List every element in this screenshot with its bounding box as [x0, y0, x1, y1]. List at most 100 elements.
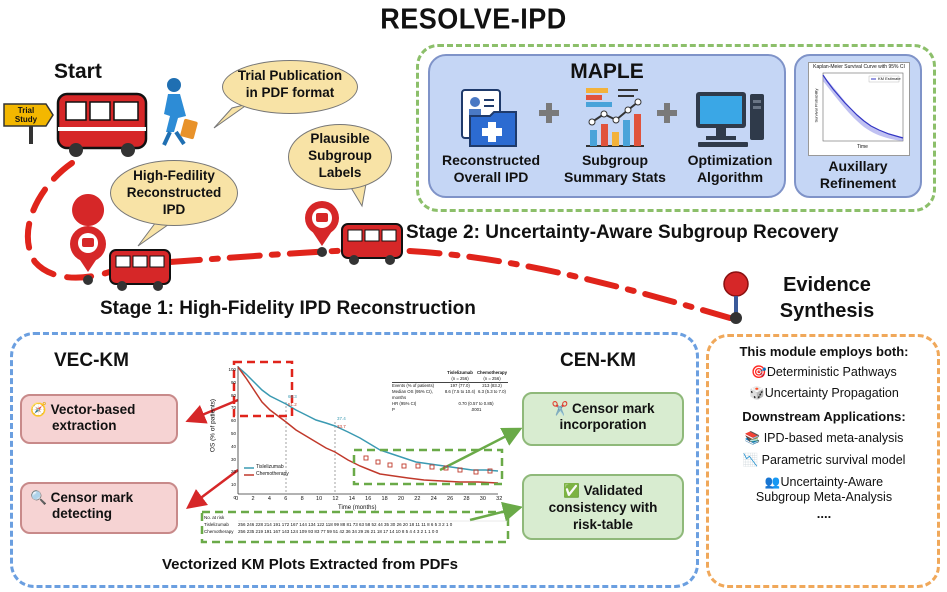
maple-item-opt-line2: Algorithm — [696, 169, 764, 185]
km-stats-cell: 8.6 (7.5 to 10.4) — [444, 389, 476, 394]
maple-item-opt-line1: Optimization — [687, 152, 773, 168]
evidence-more: .... — [816, 506, 832, 521]
compass-icon: 🧭 — [30, 402, 47, 417]
bubble-hifi-line2: Reconstructed — [126, 185, 222, 200]
vector-extraction-box: 🧭 Vector-based extraction — [20, 394, 178, 444]
km-stats-cell: HR (95% CI) — [392, 401, 417, 406]
magnifier-icon: 🔍 — [30, 490, 47, 505]
bubble-trial-line2: in PDF format — [245, 85, 335, 100]
destination-pin-icon — [723, 271, 749, 324]
km-stats-table: Tislelizumab Chemotherapy (n = 256) (n =… — [392, 370, 508, 413]
censor-marks — [363, 455, 493, 475]
km-stats-cell: 197 (77.0) — [450, 383, 470, 388]
km-ytick: 40 — [230, 443, 236, 449]
auxiliary-line1: Auxillary — [828, 158, 888, 174]
legend-chemotherapy: Chemotherapy — [256, 471, 289, 477]
km-xtick: 10 — [316, 496, 323, 502]
traveler-icon — [162, 78, 198, 146]
censor-incorporation-box: ✂️ Censor mark incorporation — [522, 392, 684, 446]
evidence-app: 👥Uncertainty-Aware — [712, 475, 936, 490]
pathway-text: Uncertainty Propagation — [764, 386, 899, 400]
bubble-subgroup-line1: Plausible — [310, 131, 370, 146]
km-xtick: 28 — [463, 496, 470, 502]
km-annot: 37.4 — [337, 416, 346, 421]
km-stats-cell: Events (% of patients) — [392, 383, 435, 388]
plus-icon — [539, 103, 559, 123]
km-xtick: 8 — [300, 496, 304, 502]
km-stats-head-tisle: Tislelizumab — [447, 370, 473, 375]
evidence-pathway: 🎯Deterministic Pathways — [712, 365, 936, 380]
stage1-label: Stage 1: High-Fidelity IPD Reconstructio… — [100, 298, 476, 319]
maple-box: MAPLE — [428, 54, 786, 198]
km-annot: 33.7 — [337, 424, 346, 429]
km-stats-cell: P — [392, 407, 395, 412]
bubble-hifi-line1: High-Fedility — [133, 168, 215, 183]
evidence-container — [706, 334, 940, 588]
km-ytick: 30 — [230, 456, 236, 462]
km-ytick: 20 — [230, 469, 236, 475]
maple-item-stats-line2: Summary Stats — [564, 169, 666, 185]
evidence-line2: Synthesis — [779, 300, 875, 322]
km-stats-cell: 213 (83.2) — [482, 383, 502, 388]
mini-km-xlabel: Time — [857, 144, 868, 150]
location-pin-icon — [70, 194, 106, 285]
trial-sign-line1: Trial — [17, 106, 35, 115]
bubble-hifi-line3: IPD — [162, 202, 186, 217]
maple-item-stats: Subgroup Summary Stats — [556, 152, 674, 186]
chart-stats-icon — [586, 88, 644, 147]
app-text-2: Subgroup Meta-Analysis — [755, 490, 893, 504]
km-xtick: 26 — [447, 496, 454, 502]
maple-item-ipd: Reconstructed Overall IPD — [432, 152, 550, 186]
app-text: Parametric survival model — [761, 453, 906, 467]
vector-extraction-line1: Vector-based — [50, 402, 136, 417]
mini-km-legend: KM Estimate — [878, 76, 901, 81]
chart-down-icon: 📉 — [742, 453, 759, 467]
maple-item-ipd-line2: Overall IPD — [453, 169, 529, 185]
km-stats-sub-chemo: (n = 256) — [483, 376, 501, 381]
evidence-pathway: 🎲Uncertainty Propagation — [712, 386, 936, 401]
bubble-trial-line1: Trial Publication — [237, 68, 343, 83]
page-title: RESOLVE-IPD — [380, 3, 567, 35]
km-xtick: 22 — [414, 496, 421, 502]
start-label: Start — [54, 60, 102, 83]
maple-title: MAPLE — [570, 60, 644, 83]
mini-km-chart: Kaplan-Meier Survival Curve with 95% CI … — [808, 62, 910, 156]
km-ytick: 70 — [230, 405, 236, 411]
plus-icon-2 — [657, 103, 677, 123]
censor-incorp-line1: Censor mark — [572, 401, 655, 416]
evidence-synthesis-label: Evidence Synthesis — [752, 272, 902, 324]
bubble-hifi-ipd: High-Fedility Reconstructed IPD — [110, 160, 238, 226]
mini-km-title: Kaplan-Meier Survival Curve with 95% CI — [813, 64, 905, 70]
km-xtick: 0 — [235, 496, 239, 502]
validated-line2: consistency with — [548, 500, 658, 515]
bus-icon-stage2 — [341, 223, 403, 265]
pathway-text: Deterministic Pathways — [766, 365, 897, 379]
stage1-container — [10, 332, 699, 588]
km-stats-row: P .0001 — [392, 407, 508, 413]
km-legend: Tislelizumab Chemotherapy — [256, 464, 289, 478]
evidence-content: This module employs both: 🎯Deterministic… — [712, 344, 936, 521]
dice-icon: 🎲 — [749, 386, 765, 400]
trial-sign-text: Trial Study — [5, 106, 47, 124]
mini-km-ylabel: Survival Probability — [813, 88, 819, 123]
vector-extraction-line2: extraction — [52, 418, 117, 433]
validated-consistency-box: ✅ Validated consistency with risk-table — [522, 474, 684, 540]
bubble-tail-trial — [213, 103, 249, 129]
app-text: Uncertainty-Aware — [780, 475, 884, 489]
auxiliary-label: Auxillary Refinement — [796, 158, 920, 192]
mini-km-curve — [822, 72, 904, 142]
bubble-subgroup-line3: Labels — [318, 165, 362, 180]
bubble-trial-publication: Trial Publication in PDF format — [222, 60, 358, 114]
km-stats-cell: 0.70 (0.57 to 0.85) — [458, 401, 494, 406]
km-stats-sub-tisle: (n = 256) — [451, 376, 469, 381]
km-stats-row: Events (% of patients) 197 (77.0) 213 (8… — [392, 383, 508, 389]
vec-caption: Vectorized KM Plots Extracted from PDFs — [162, 556, 458, 573]
bubble-subgroup-line2: Subgroup — [308, 148, 372, 163]
maple-item-stats-line1: Subgroup — [581, 152, 649, 168]
stage2-label: Stage 2: Uncertainty-Aware Subgroup Reco… — [406, 222, 839, 243]
vec-km-label: VEC-KM — [54, 350, 129, 371]
trial-study-sign — [3, 103, 54, 144]
risk-row-values: 256 246 228 214 191 172 167 144 134 122 … — [238, 522, 453, 527]
